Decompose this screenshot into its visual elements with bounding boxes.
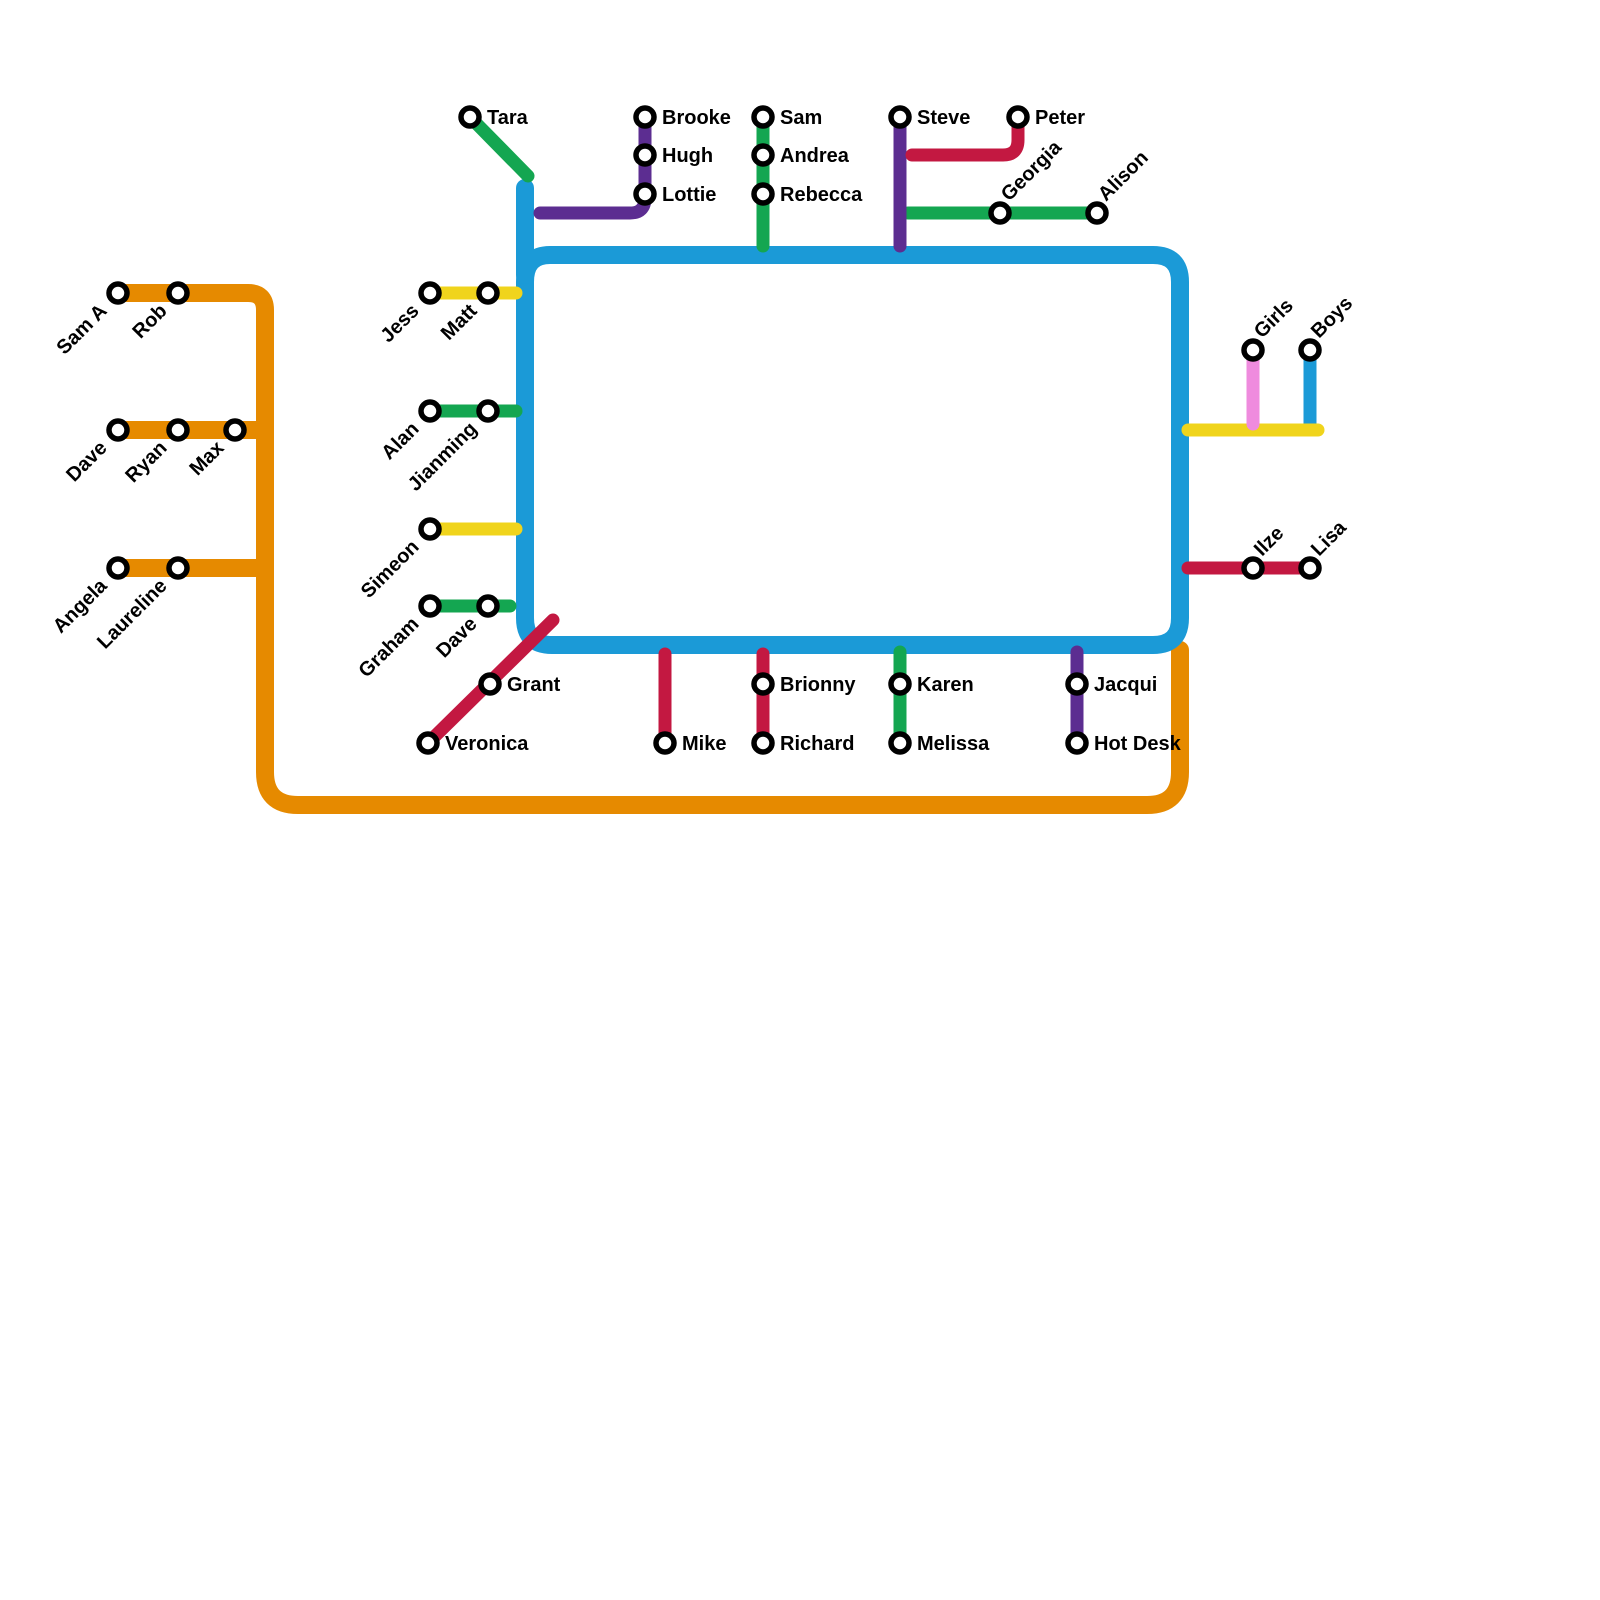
station-brionny: Brionny <box>751 672 856 696</box>
station-label-jacqui: Jacqui <box>1094 674 1157 696</box>
station-marker-rob <box>166 281 190 305</box>
line-orange-main <box>109 284 1189 814</box>
station-marker-lisa <box>1298 556 1322 580</box>
station-marker-hugh <box>633 143 657 167</box>
station-marker-peter <box>1006 105 1030 129</box>
station-marker-richard <box>751 731 775 755</box>
station-marker-max <box>223 418 247 442</box>
station-marker-alan <box>418 399 442 423</box>
station-brooke: Brooke <box>633 105 731 129</box>
station-tara: Tara <box>458 105 529 129</box>
station-hot-desk: Hot Desk <box>1065 731 1182 755</box>
station-marker-laureline <box>166 556 190 580</box>
station-marker-alison <box>1085 201 1109 225</box>
station-karen: Karen <box>888 672 974 696</box>
station-marker-mike <box>653 731 677 755</box>
station-veronica: Veronica <box>416 731 529 755</box>
station-label-tara: Tara <box>487 107 529 129</box>
station-marker-ilze <box>1241 556 1265 580</box>
station-label-karen: Karen <box>917 674 974 696</box>
station-marker-rebecca <box>751 182 775 206</box>
station-marker-graham <box>418 594 442 618</box>
station-label-lottie: Lottie <box>662 184 716 206</box>
station-marker-dave-2 <box>476 594 500 618</box>
station-marker-jess <box>418 281 442 305</box>
station-mike: Mike <box>653 731 726 755</box>
station-marker-simeon <box>418 517 442 541</box>
station-label-peter: Peter <box>1035 107 1085 129</box>
line-red-peter <box>905 110 1025 162</box>
station-label-brionny: Brionny <box>780 674 856 696</box>
station-marker-steve <box>888 105 912 129</box>
station-label-rebecca: Rebecca <box>780 184 863 206</box>
station-label-veronica: Veronica <box>445 733 529 755</box>
station-richard: Richard <box>751 731 854 755</box>
station-andrea: Andrea <box>751 143 850 167</box>
station-marker-georgia <box>988 201 1012 225</box>
station-melissa: Melissa <box>888 731 990 755</box>
station-marker-jianming <box>476 399 500 423</box>
station-marker-melissa <box>888 731 912 755</box>
station-marker-matt <box>476 281 500 305</box>
station-marker-boys <box>1298 338 1322 362</box>
station-marker-angela <box>106 556 130 580</box>
line-green-tara <box>463 110 535 183</box>
station-grant: Grant <box>478 672 561 696</box>
station-marker-lottie <box>633 182 657 206</box>
station-label-hot-desk: Hot Desk <box>1094 733 1182 755</box>
station-rebecca: Rebecca <box>751 182 863 206</box>
station-label-brooke: Brooke <box>662 107 731 129</box>
station-label-andrea: Andrea <box>780 145 850 167</box>
station-marker-karen <box>888 672 912 696</box>
station-label-mike: Mike <box>682 733 726 755</box>
station-peter: Peter <box>1006 105 1085 129</box>
station-marker-sam-a <box>106 281 130 305</box>
station-jacqui: Jacqui <box>1065 672 1157 696</box>
station-marker-grant <box>478 672 502 696</box>
station-sam: Sam <box>751 105 822 129</box>
station-marker-tara <box>458 105 482 129</box>
station-marker-jacqui <box>1065 672 1089 696</box>
station-label-sam: Sam <box>780 107 822 129</box>
station-marker-andrea <box>751 143 775 167</box>
station-label-hugh: Hugh <box>662 145 713 167</box>
station-label-richard: Richard <box>780 733 854 755</box>
station-lottie: Lottie <box>633 182 716 206</box>
station-marker-girls <box>1241 338 1265 362</box>
station-marker-brooke <box>633 105 657 129</box>
station-label-grant: Grant <box>507 674 561 696</box>
station-marker-sam <box>751 105 775 129</box>
station-marker-veronica <box>416 731 440 755</box>
station-label-melissa: Melissa <box>917 733 990 755</box>
station-marker-ryan <box>166 418 190 442</box>
station-hugh: Hugh <box>633 143 713 167</box>
station-label-steve: Steve <box>917 107 970 129</box>
station-marker-brionny <box>751 672 775 696</box>
station-steve: Steve <box>888 105 970 129</box>
station-marker-dave-1 <box>106 418 130 442</box>
station-marker-hot-desk <box>1065 731 1089 755</box>
